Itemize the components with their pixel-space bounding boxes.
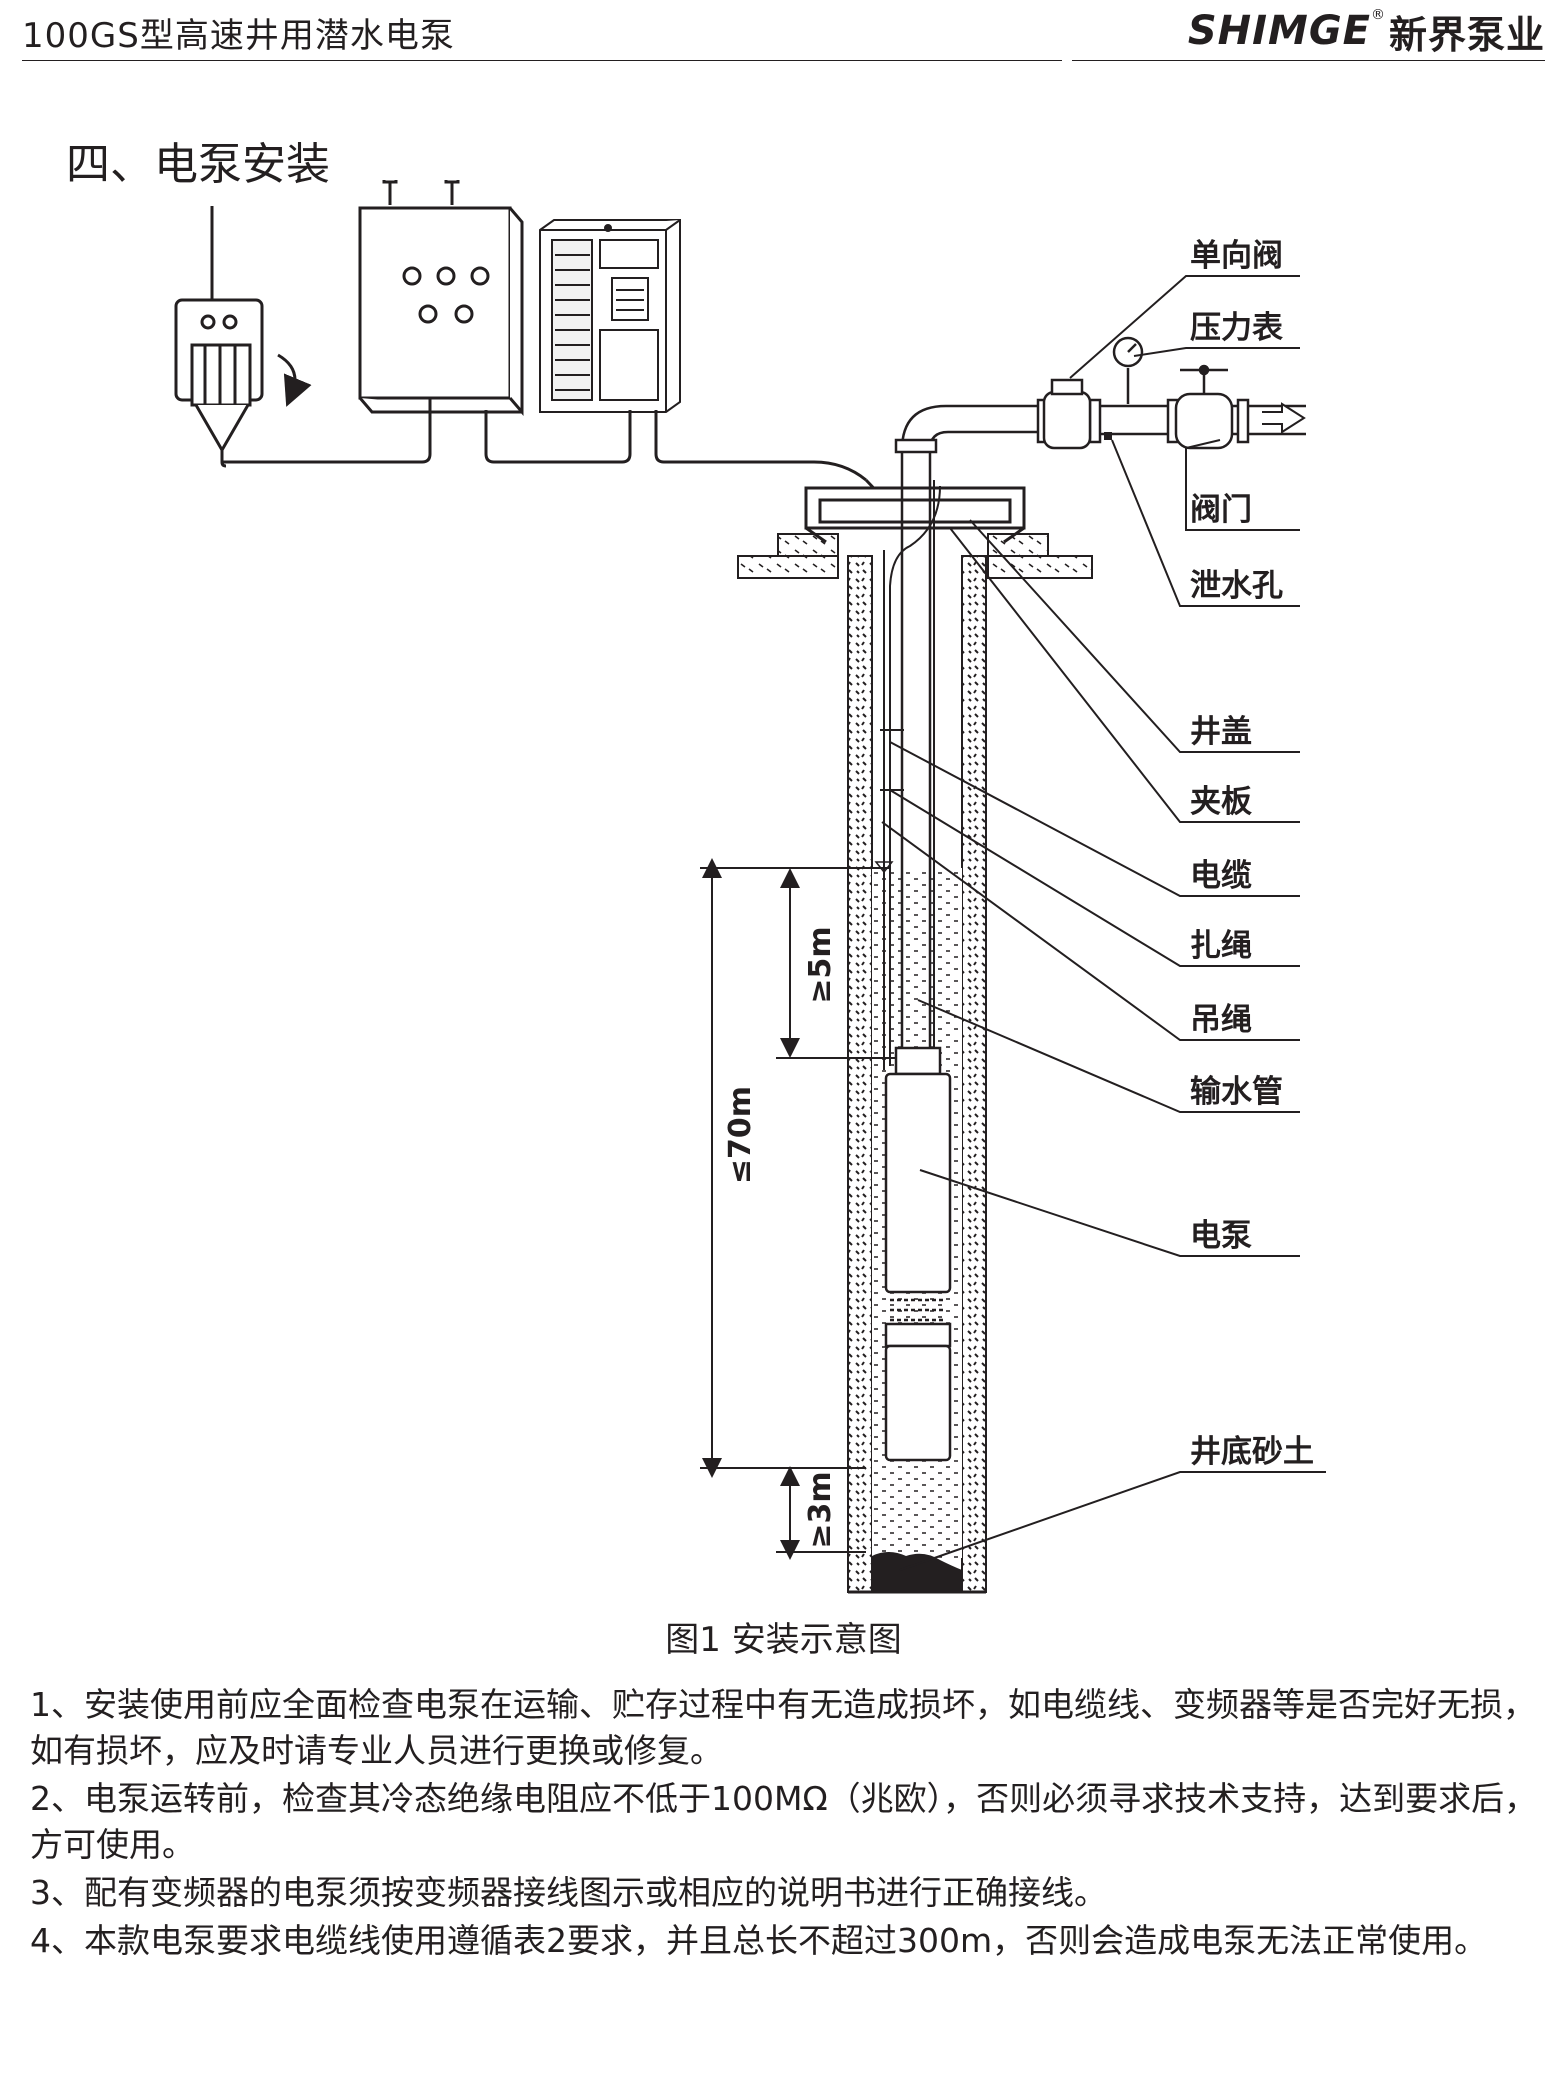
- label-tie-rope: 扎绳: [1190, 928, 1252, 964]
- header-rule-left: [22, 60, 1062, 61]
- control-cabinet: [358, 180, 524, 417]
- installation-diagram: ≥5m ≤70m ≥3m 单向阀 压力表 阀门 泄水孔 井盖 夹板 电缆 扎绳 …: [174, 180, 1326, 1594]
- dim-submersion: ≥5m: [803, 926, 838, 1003]
- power-wiring: [222, 398, 898, 521]
- label-check-valve: 单向阀: [1190, 238, 1283, 274]
- label-well-bottom-sand: 井底砂土: [1190, 1434, 1314, 1470]
- label-valve: 阀门: [1190, 492, 1252, 528]
- brand-latin: SHIMGE: [1187, 8, 1371, 54]
- installation-notes: 1、安装使用前应全面检查电泵在运输、贮存过程中有无造成损坏，如电缆线、变频器等是…: [30, 1682, 1545, 1966]
- well-casing: [847, 555, 987, 1594]
- brand-chinese: 新界泵业: [1388, 12, 1545, 57]
- cable-and-ropes: [880, 480, 941, 1070]
- brand-logo: SHIMGE ® 新界泵业: [1187, 6, 1545, 57]
- well-bottom-sand: [872, 1552, 962, 1592]
- gate-valve: [1174, 364, 1234, 450]
- outflow-arrow: [1262, 402, 1306, 434]
- pressure-gauge: [1112, 336, 1144, 404]
- label-delivery-pipe: 输水管: [1190, 1074, 1283, 1110]
- label-drain-hole: 泄水孔: [1190, 568, 1283, 604]
- frequency-inverter: [539, 219, 681, 413]
- ground-surface: [737, 533, 1093, 579]
- label-cable: 电缆: [1190, 858, 1252, 894]
- brand-registered-mark: ®: [1370, 7, 1385, 23]
- product-title: 100GS型高速井用潜水电泵: [22, 16, 455, 56]
- figure-caption: 图1 安装示意图: [665, 1620, 902, 1660]
- dimension-lines: [700, 858, 896, 1560]
- dim-bottom-clearance: ≥3m: [803, 1471, 838, 1548]
- callout-leaders: [881, 275, 1326, 1571]
- label-clamp-plate: 夹板: [1190, 784, 1252, 820]
- label-well-cover: 井盖: [1190, 714, 1252, 750]
- note-item: 1、安装使用前应全面检查电泵在运输、贮存过程中有无造成损坏，如电缆线、变频器等是…: [30, 1685, 1536, 1770]
- section-title: 四、电泵安装: [66, 139, 330, 190]
- dim-depth: ≤70m: [723, 1086, 758, 1184]
- note-item: 3、配有变频器的电泵须按变频器接线图示或相应的说明书进行正确接线。: [30, 1873, 1107, 1912]
- drain-hole: [1104, 432, 1112, 440]
- label-pump: 电泵: [1190, 1218, 1252, 1254]
- header-rule-right: [1072, 60, 1545, 61]
- switch-box: [174, 206, 312, 468]
- note-item: 4、本款电泵要求电缆线使用遵循表2要求，并且总长不超过300m，否则会造成电泵无…: [30, 1921, 1488, 1960]
- submersible-pump: [884, 1046, 952, 1462]
- note-item: 2、电泵运转前，检查其冷态绝缘电阻应不低于100MΩ（兆欧），否则必须寻求技术支…: [30, 1779, 1538, 1864]
- label-pressure-gauge: 压力表: [1190, 310, 1283, 346]
- label-hanging-rope: 吊绳: [1190, 1002, 1252, 1038]
- check-valve: [1042, 378, 1092, 450]
- well-cover: [804, 486, 1026, 544]
